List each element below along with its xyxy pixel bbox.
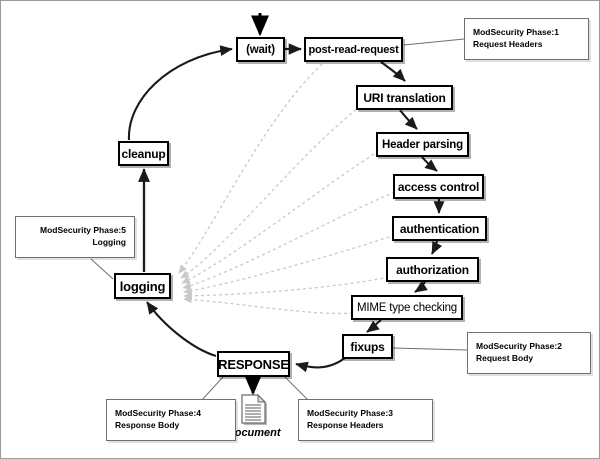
node-authorization-label: authorization (396, 262, 469, 277)
note-modsecurity-phase-1: ModSecurity Phase:1 Request Headers (464, 18, 589, 60)
node-logging-label: logging (119, 278, 166, 294)
note-phase-5-line-1: ModSecurity Phase:5 (40, 225, 126, 235)
edge-header-parsing-to-access-control (421, 156, 438, 172)
edge-dashed-header-parsing-to-logging (181, 150, 380, 284)
note-modsecurity-phase-5: ModSecurity Phase:5 Logging (15, 216, 135, 258)
leader-phase5 (90, 258, 114, 280)
edge-authorization-to-mime-type-checking (414, 280, 428, 293)
edge-dashed-uri-translation-to-logging (180, 105, 362, 279)
edge-mime-type-checking-to-fixups (366, 319, 382, 333)
leader-phase2 (392, 347, 468, 351)
note-phase-5-line-2: Logging (92, 237, 126, 247)
edge-uri-translation-to-header-parsing (399, 109, 418, 130)
edge-post-read-request-to-uri-translation (380, 61, 406, 82)
edge-response-to-logging (146, 301, 217, 358)
node-wait-label: (wait) (246, 43, 275, 56)
leader-phase3 (284, 376, 310, 402)
edge-dashed-authorization-to-logging (183, 276, 390, 300)
node-mime-type-checking-label: MIME type checking (357, 301, 457, 314)
edge-dashed-post-read-request-to-logging (178, 55, 332, 274)
node-access-control-label: access control (397, 179, 480, 194)
node-response[interactable]: RESPONSE (217, 351, 290, 377)
note-modsecurity-phase-3: ModSecurity Phase:3 Response Headers (298, 399, 433, 441)
leader-phase4 (200, 376, 224, 402)
note-phase-3-line-1: ModSecurity Phase:3 (307, 408, 393, 418)
node-access-control[interactable]: access control (393, 174, 484, 199)
node-wait[interactable]: (wait) (236, 37, 285, 62)
edge-cleanup-to-wait (127, 45, 233, 141)
edge-dashed-access-control-to-logging (182, 191, 396, 290)
node-uri-translation-label: URI translation (363, 90, 446, 105)
node-header-parsing-label: Header parsing (382, 138, 463, 151)
node-fixups[interactable]: fixups (342, 334, 393, 359)
note-phase-4-line-1: ModSecurity Phase:4 (115, 408, 201, 418)
note-phase-3-line-2: Response Headers (307, 420, 384, 430)
note-modsecurity-phase-4: ModSecurity Phase:4 Response Body (106, 399, 236, 441)
node-authentication[interactable]: authentication (392, 216, 487, 241)
node-header-parsing[interactable]: Header parsing (376, 132, 469, 157)
document-label: document (228, 427, 281, 439)
node-logging[interactable]: logging (114, 273, 171, 299)
node-cleanup-label: cleanup (121, 146, 166, 161)
node-fixups-label: fixups (350, 339, 385, 354)
note-phase-2-line-2: Request Body (476, 353, 534, 363)
node-authorization[interactable]: authorization (386, 257, 479, 282)
node-post-read-request-label: post-read-request (308, 43, 399, 56)
note-modsecurity-phase-2: ModSecurity Phase:2 Request Body (467, 332, 591, 374)
node-cleanup[interactable]: cleanup (118, 141, 169, 166)
edge-dashed-mime-type-checking-to-logging (183, 295, 354, 315)
edge-authentication-to-authorization (431, 240, 443, 255)
note-phase-4-line-2: Response Body (115, 420, 180, 430)
edge-dashed-to-logging-group (178, 55, 396, 315)
edge-dashed-authentication-to-logging (183, 234, 396, 295)
node-mime-type-checking[interactable]: MIME type checking (351, 295, 463, 320)
note-phase-1-line-1: ModSecurity Phase:1 (473, 27, 559, 37)
note-phase-2-line-1: ModSecurity Phase:2 (476, 341, 562, 351)
note-leader-lines (90, 38, 468, 402)
edge-fixups-to-response (295, 357, 346, 373)
node-response-label: RESPONSE (218, 356, 289, 372)
node-post-read-request[interactable]: post-read-request (304, 37, 403, 62)
document-icon (239, 393, 273, 428)
note-phase-1-line-2: Request Headers (473, 39, 543, 49)
leader-phase1 (403, 38, 465, 46)
node-authentication-label: authentication (399, 221, 480, 236)
node-uri-translation[interactable]: URI translation (356, 85, 453, 110)
